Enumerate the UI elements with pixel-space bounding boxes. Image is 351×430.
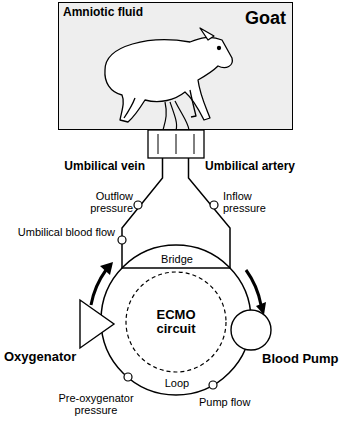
- subject-label: Goat: [226, 9, 286, 29]
- part-label: Outflow pressure: [76, 190, 134, 214]
- vessel-label: Umbilical artery: [204, 160, 326, 173]
- circuit-loop: [101, 245, 251, 395]
- vessel-label: Umbilical vein: [44, 160, 146, 173]
- ecmo-circuit: ECMO circuit: [101, 245, 251, 395]
- sensor-dots: [118, 201, 218, 389]
- amniotic-box: Amniotic fluid Goat: [58, 2, 293, 130]
- amniotic-ground: [58, 2, 293, 130]
- part-label: Umbilical blood flow: [14, 226, 116, 238]
- flow-arrows: [91, 270, 261, 305]
- cannula-connector: [148, 130, 204, 158]
- component-label: Blood Pump: [262, 352, 346, 366]
- part-label: Bridge: [150, 253, 204, 265]
- goat-fetus: [105, 28, 232, 122]
- part-label: Pre-oxygenator pressure: [40, 392, 152, 416]
- component-label: ECMO circuit: [145, 308, 207, 337]
- umbilical-cord: [163, 101, 189, 130]
- part-label: Loop: [156, 377, 198, 389]
- part-label: Pump flow: [198, 396, 280, 408]
- bridge-tube: [122, 267, 230, 269]
- region-label: Amniotic fluid: [63, 6, 173, 19]
- blood-pump: Blood Pump: [228, 308, 348, 370]
- dashed-circuit-outline: [126, 272, 226, 372]
- part-label: Inflow pressure: [222, 190, 284, 214]
- oxygenator: Oxygenator: [4, 298, 116, 366]
- component-label: Oxygenator: [4, 350, 114, 364]
